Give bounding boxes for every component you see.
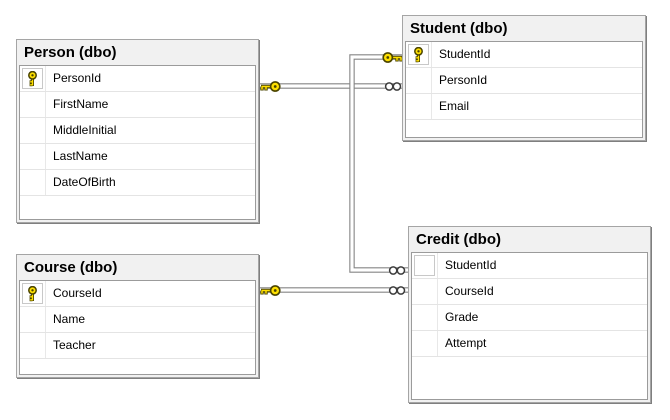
- column-name: Teacher: [53, 338, 96, 352]
- column-name: CourseId: [445, 284, 494, 298]
- key-icon[interactable]: [260, 80, 281, 93]
- row-selector-cell: [20, 307, 46, 332]
- column-name: Name: [53, 312, 86, 326]
- table-course-title[interactable]: Course (dbo): [24, 259, 118, 276]
- infinity-icon[interactable]: [388, 285, 407, 296]
- table-course-body: CourseId Name Teacher: [19, 280, 256, 375]
- empty-row-area: [20, 359, 255, 374]
- table-row[interactable]: Attempt: [412, 331, 647, 357]
- table-row[interactable]: Grade: [412, 305, 647, 331]
- row-selector-cell: [406, 94, 432, 119]
- table-row[interactable]: Teacher: [20, 333, 255, 359]
- row-selector-cell: [412, 305, 438, 330]
- column-name: Attempt: [445, 336, 487, 350]
- table-credit-body: StudentId CourseId Grade Attempt: [411, 252, 648, 400]
- primary-key-icon: [28, 70, 37, 86]
- primary-key-icon: [28, 285, 37, 301]
- row-selector-cell: [412, 331, 438, 356]
- infinity-icon[interactable]: [384, 81, 403, 92]
- empty-row-area: [406, 120, 642, 137]
- table-student-title[interactable]: Student (dbo): [410, 20, 508, 37]
- table-credit[interactable]: Credit (dbo) StudentId CourseId Grade At…: [408, 226, 651, 403]
- infinity-icon[interactable]: [388, 265, 407, 276]
- table-course[interactable]: Course (dbo) CourseId Name: [16, 254, 259, 378]
- column-name: MiddleInitial: [53, 123, 117, 137]
- column-name: Grade: [445, 310, 479, 324]
- empty-row-area: [412, 357, 647, 399]
- column-name: Email: [439, 99, 470, 113]
- column-name: FirstName: [53, 97, 109, 111]
- table-person-body: PersonId FirstName MiddleInitial LastNam…: [19, 65, 256, 220]
- row-selector-cell: [406, 42, 432, 67]
- table-row[interactable]: FirstName: [20, 92, 255, 118]
- column-name: StudentId: [445, 258, 497, 272]
- column-name: PersonId: [53, 71, 102, 85]
- row-selector-cell: [20, 281, 46, 306]
- row-selector-cell: [20, 118, 46, 143]
- row-selector-cell: [20, 66, 46, 91]
- row-selector-cell: [406, 68, 432, 93]
- table-student-body: StudentId PersonId Email: [405, 41, 643, 138]
- column-name: LastName: [53, 149, 108, 163]
- row-selector-cell: [412, 279, 438, 304]
- column-name: DateOfBirth: [53, 175, 116, 189]
- table-row[interactable]: StudentId: [406, 42, 642, 68]
- table-student[interactable]: Student (dbo) StudentId PersonId: [402, 15, 646, 141]
- column-name: PersonId: [439, 73, 488, 87]
- table-row[interactable]: Name: [20, 307, 255, 333]
- table-row[interactable]: MiddleInitial: [20, 118, 255, 144]
- column-name: StudentId: [439, 47, 491, 61]
- table-row[interactable]: CourseId: [412, 279, 647, 305]
- row-selector-cell: [412, 253, 438, 278]
- primary-key-icon: [414, 46, 423, 62]
- table-row[interactable]: StudentId: [412, 253, 647, 279]
- row-selector-cell: [20, 92, 46, 117]
- table-row[interactable]: Email: [406, 94, 642, 120]
- row-selector-cell: [20, 170, 46, 195]
- empty-row-area: [20, 196, 255, 219]
- table-person[interactable]: Person (dbo) PersonId FirstName: [16, 39, 259, 223]
- table-person-title[interactable]: Person (dbo): [24, 44, 117, 61]
- table-row[interactable]: DateOfBirth: [20, 170, 255, 196]
- connector-student-credit[interactable]: [349, 54, 408, 273]
- table-row[interactable]: CourseId: [20, 281, 255, 307]
- column-name: CourseId: [53, 286, 102, 300]
- table-row[interactable]: PersonId: [20, 66, 255, 92]
- row-selector-cell: [20, 333, 46, 358]
- key-icon[interactable]: [260, 284, 281, 297]
- table-row[interactable]: PersonId: [406, 68, 642, 94]
- key-icon[interactable]: [382, 51, 403, 64]
- table-credit-title[interactable]: Credit (dbo): [416, 231, 501, 248]
- table-row[interactable]: LastName: [20, 144, 255, 170]
- row-selector-cell: [20, 144, 46, 169]
